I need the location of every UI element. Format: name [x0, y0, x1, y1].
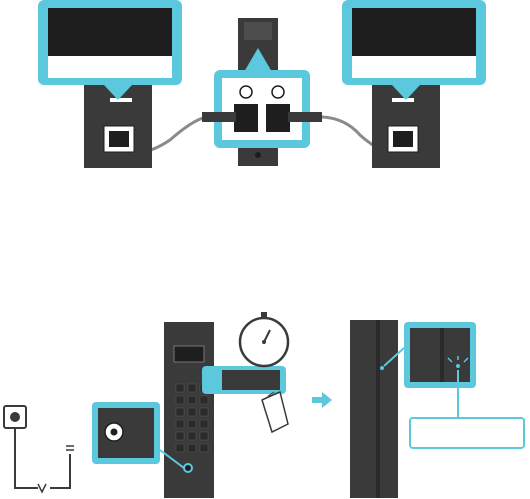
led-indicator	[456, 364, 460, 368]
led-callout-seam	[440, 328, 444, 382]
left-callout	[38, 0, 182, 100]
right-plug-connector	[288, 112, 322, 122]
led-glow-rays	[447, 356, 469, 363]
stopwatch-icon	[238, 312, 290, 368]
right-speaker-jack	[266, 104, 290, 132]
left-callout-pointer	[104, 85, 132, 100]
receiver-power-inlet	[183, 463, 193, 473]
right-callout	[342, 0, 486, 100]
right-speaker-label-slot	[392, 98, 414, 102]
led-callout-leader	[383, 347, 405, 367]
left-indicator-ring	[239, 85, 253, 99]
step-connect-speakers	[0, 0, 530, 175]
receiver-module-front	[350, 320, 398, 498]
power-pairing-illustration	[3, 312, 525, 498]
right-callout-screen	[352, 8, 476, 56]
left-speaker-label-slot	[110, 98, 132, 102]
stylus-icon	[261, 390, 289, 434]
cord-break-mark	[37, 483, 47, 494]
receiver-front-seam	[376, 320, 380, 498]
right-callout-label-area	[352, 56, 476, 78]
receiver-top-panel	[244, 22, 272, 40]
power-callout-leader	[159, 449, 185, 469]
power-inlet-callout	[92, 402, 185, 469]
left-plug-connector	[202, 112, 236, 122]
left-speaker-terminal-socket	[109, 131, 129, 147]
receiver-side-jacks	[173, 345, 205, 363]
outlet-socket	[10, 412, 20, 422]
stopwatch-hand	[263, 329, 271, 343]
receiver-power-port	[255, 152, 261, 158]
right-speaker-terminal-socket	[393, 131, 413, 147]
power-cord-device	[50, 454, 71, 489]
power-plug-icon	[66, 445, 74, 451]
led-label-box	[409, 417, 525, 449]
receiver-module-side	[164, 322, 214, 498]
right-speaker	[372, 78, 440, 168]
arrow-right-icon	[312, 392, 332, 408]
receiver-front-led	[380, 366, 384, 370]
left-callout-screen	[48, 8, 172, 56]
power-cord-wall	[14, 428, 38, 489]
left-speaker-jack	[234, 104, 258, 132]
step-power-and-pairing	[0, 300, 530, 499]
power-inlet-pin	[110, 428, 118, 436]
receiver-front-body	[350, 320, 398, 498]
right-callout-pointer	[392, 85, 420, 100]
id-set-callout	[202, 366, 286, 394]
left-callout-label-area	[48, 56, 172, 78]
center-callout	[202, 48, 322, 148]
wall-outlet-icon	[3, 405, 27, 429]
right-indicator-ring	[271, 85, 285, 99]
speaker-connection-illustration	[38, 0, 486, 168]
led-callout	[383, 322, 525, 449]
center-callout-pointer	[244, 48, 272, 72]
id-set-button-closeup[interactable]	[222, 370, 280, 390]
